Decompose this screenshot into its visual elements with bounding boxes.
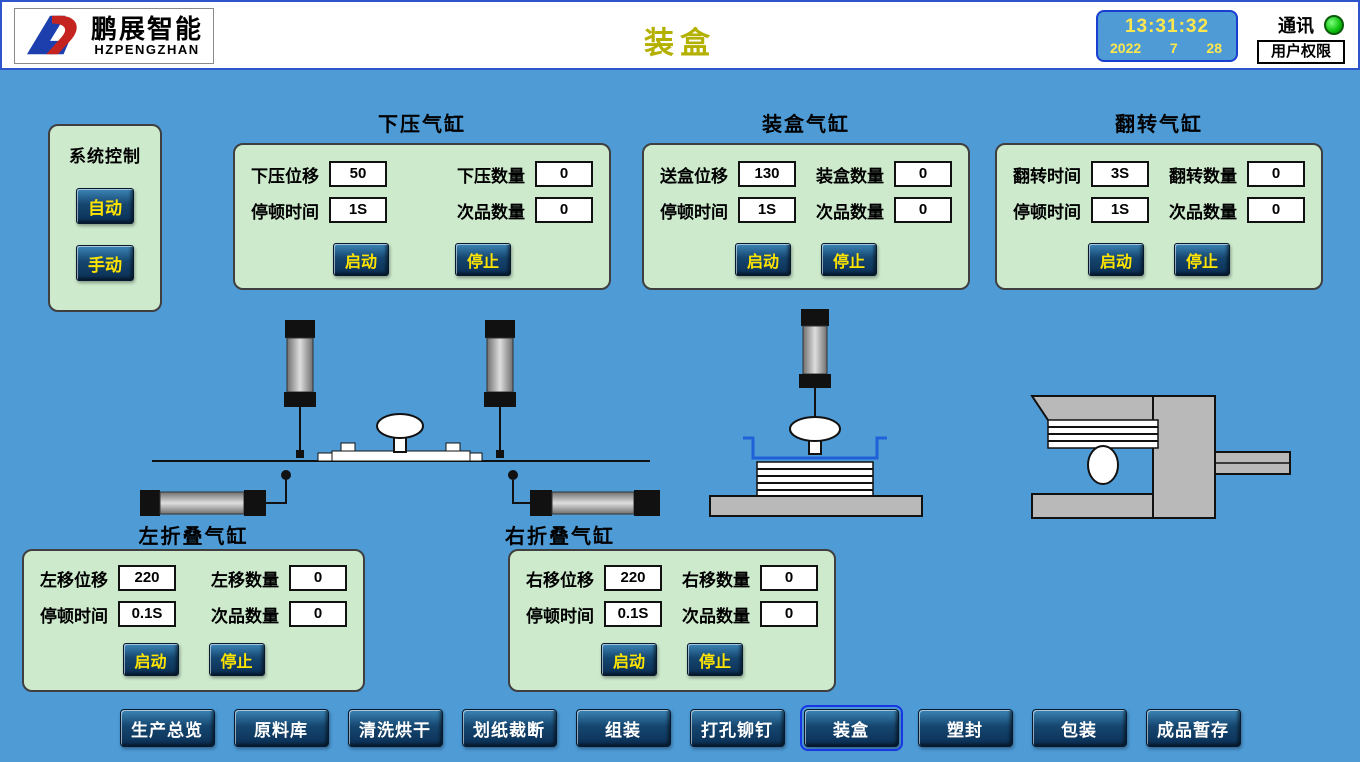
start-button[interactable]: 启动: [735, 243, 791, 276]
logo-title: 鹏展智能: [91, 13, 204, 44]
start-button[interactable]: 启动: [122, 643, 179, 676]
field-label: 左移位移: [40, 570, 108, 590]
logo-subtitle: HZPENGZHAN: [94, 41, 200, 57]
nav-punch-rivet[interactable]: 打孔铆钉: [689, 709, 785, 747]
stop-button[interactable]: 停止: [821, 243, 877, 276]
panel-title-right-fold: 右折叠气缸: [505, 526, 615, 548]
field-label: 停顿时间: [526, 606, 594, 626]
nav-wash-dry[interactable]: 清洗烘干: [347, 709, 443, 747]
field-value-input[interactable]: 0: [535, 197, 593, 223]
clock-day: 28: [1206, 40, 1222, 56]
comm-label: 通讯: [1278, 16, 1314, 36]
field-value-input[interactable]: 0.1S: [118, 601, 176, 627]
bottom-nav: 生产总览 原料库 清洗烘干 划纸裁断 组装 打孔铆钉 装盒 塑封 包装 成品暂存: [0, 705, 1360, 751]
field-label: 装盒数量: [816, 166, 884, 186]
field-value-input[interactable]: 3S: [1091, 161, 1149, 187]
field-label: 左移数量: [211, 570, 279, 590]
panel-title-press-down: 下压气缸: [378, 114, 466, 136]
field-value-input[interactable]: 220: [604, 565, 662, 591]
press-cylinder-left-graphic: [284, 320, 316, 458]
clock-month: 7: [1169, 40, 1178, 56]
field-value-input[interactable]: 0: [760, 565, 818, 591]
logo-icon: [26, 15, 77, 55]
field-value-input[interactable]: 130: [738, 161, 796, 187]
field-label: 右移位移: [526, 570, 594, 590]
nav-assembly[interactable]: 组装: [575, 709, 671, 747]
comm-status: 通讯: [1278, 12, 1344, 38]
field-label: 翻转数量: [1169, 166, 1237, 186]
field-value-input[interactable]: 1S: [1091, 197, 1149, 223]
left-fold-cylinder-graphic: [140, 470, 291, 516]
field-value-input[interactable]: 0: [760, 601, 818, 627]
field-label: 送盒位移: [660, 166, 728, 186]
flip-station-graphic: [1030, 395, 1291, 519]
field-value-input[interactable]: 0.1S: [604, 601, 662, 627]
stop-button[interactable]: 停止: [687, 643, 743, 676]
nav-finished-storage[interactable]: 成品暂存: [1145, 709, 1241, 747]
field-label: 右移数量: [682, 570, 750, 590]
page-title: 装盒: [644, 27, 716, 60]
start-button[interactable]: 启动: [1088, 243, 1144, 276]
field-label: 次品数量: [211, 606, 279, 626]
nav-paper-cutting[interactable]: 划纸裁断: [461, 709, 557, 747]
system-control-panel: 系统控制 自动 手动: [48, 124, 162, 312]
comm-status-icon: [1324, 15, 1344, 35]
stop-button[interactable]: 停止: [1174, 243, 1230, 276]
press-cylinder-right-graphic: [484, 320, 516, 458]
field-label: 下压位移: [251, 166, 319, 186]
manual-button[interactable]: 手动: [76, 245, 134, 281]
start-button[interactable]: 启动: [333, 243, 389, 276]
boxing-station-graphic: [709, 309, 923, 517]
field-value-input[interactable]: 0: [1247, 197, 1305, 223]
panel-title-flip: 翻转气缸: [1115, 114, 1203, 136]
field-value-input[interactable]: 50: [329, 161, 387, 187]
field-label: 次品数量: [682, 606, 750, 626]
panel-left-fold: 左移位移 220 左移数量 0 停顿时间 0.1S 次品数量 0 启动 停止: [22, 549, 365, 692]
field-label: 停顿时间: [40, 606, 108, 626]
company-logo: 鹏展智能 HZPENGZHAN: [14, 8, 215, 64]
auto-button[interactable]: 自动: [76, 188, 134, 224]
field-value-input[interactable]: 0: [289, 601, 347, 627]
nav-production-overview[interactable]: 生产总览: [119, 709, 215, 747]
field-label: 停顿时间: [660, 202, 728, 222]
field-value-input[interactable]: 1S: [738, 197, 796, 223]
panel-right-fold: 右移位移 220 右移数量 0 停顿时间 0.1S 次品数量 0 启动 停止: [508, 549, 836, 692]
clock-year: 2022: [1110, 40, 1142, 56]
panel-title-boxing: 装盒气缸: [762, 114, 850, 136]
field-value-input[interactable]: 0: [289, 565, 347, 591]
clock-time: 13:31:32: [1124, 16, 1210, 37]
right-fold-cylinder-graphic: [508, 470, 660, 516]
field-value-input[interactable]: 1S: [329, 197, 387, 223]
field-label: 停顿时间: [1013, 202, 1081, 222]
field-value-input[interactable]: 0: [535, 161, 593, 187]
stop-button[interactable]: 停止: [455, 243, 511, 276]
user-permission-button[interactable]: 用户权限: [1257, 40, 1345, 64]
nav-packaging[interactable]: 包装: [1031, 709, 1127, 747]
field-value-input[interactable]: 0: [1247, 161, 1305, 187]
field-label: 停顿时间: [251, 202, 319, 222]
nav-plastic-seal[interactable]: 塑封: [917, 709, 1013, 747]
field-value-input[interactable]: 0: [894, 161, 952, 187]
folding-table-graphic: [152, 413, 650, 462]
nav-boxing[interactable]: 装盒: [799, 705, 903, 751]
start-button[interactable]: 启动: [601, 643, 657, 676]
panel-title-left-fold: 左折叠气缸: [138, 526, 249, 548]
field-value-input[interactable]: 220: [118, 565, 176, 591]
clock-panel: 13:31:32 2022 7 28: [1096, 10, 1238, 62]
header-bar: 鹏展智能 HZPENGZHAN 装盒 13:31:32 2022 7 28 通讯…: [0, 0, 1360, 70]
field-label: 下压数量: [457, 166, 525, 186]
panel-flip: 翻转时间 3S 翻转数量 0 停顿时间 1S 次品数量 0 启动 停止: [995, 143, 1323, 290]
stop-button[interactable]: 停止: [208, 643, 265, 676]
system-control-title: 系统控制: [69, 147, 141, 166]
field-value-input[interactable]: 0: [894, 197, 952, 223]
panel-boxing: 送盒位移 130 装盒数量 0 停顿时间 1S 次品数量 0 启动 停止: [642, 143, 970, 290]
field-label: 次品数量: [457, 202, 525, 222]
nav-raw-material[interactable]: 原料库: [233, 709, 329, 747]
field-label: 翻转时间: [1013, 166, 1081, 186]
field-label: 次品数量: [1169, 202, 1237, 222]
field-label: 次品数量: [816, 202, 884, 222]
panel-press-down: 下压位移 50 下压数量 0 停顿时间 1S 次品数量 0 启动 停止: [233, 143, 611, 290]
clock-date: 2022 7 28: [1098, 38, 1236, 56]
